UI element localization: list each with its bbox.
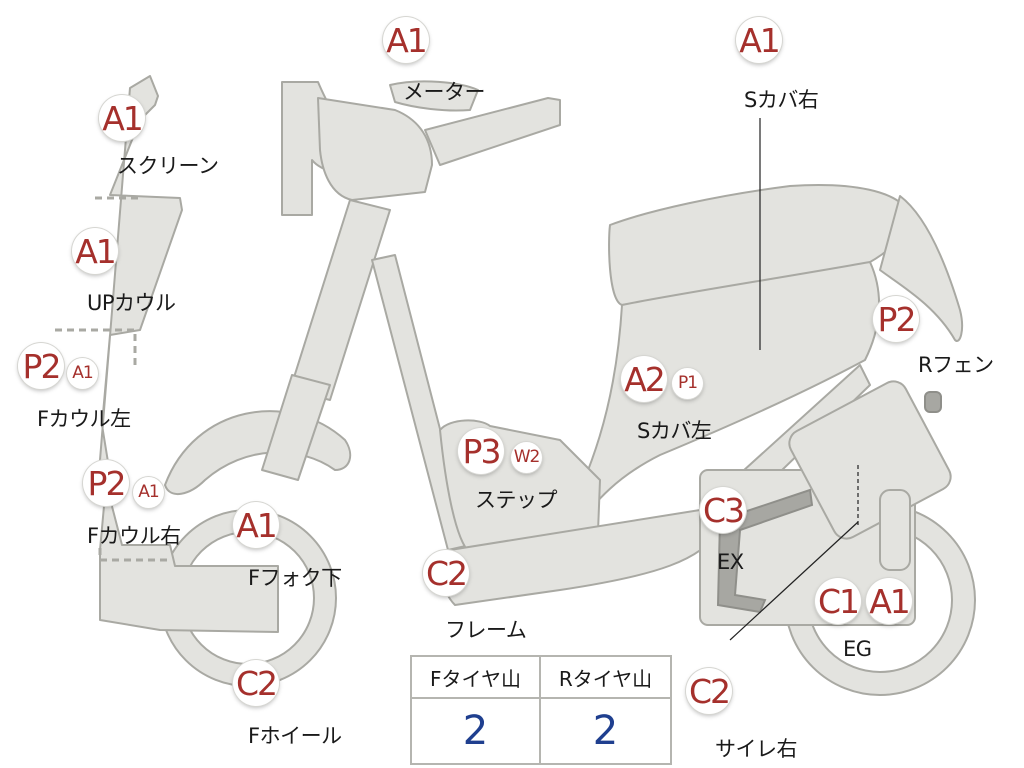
marker-exhaust: C3 <box>700 487 746 533</box>
leader-muffler-right <box>729 521 859 641</box>
label-side-cover-right: Sカバ右 <box>744 88 819 112</box>
marker-front-wheel: C2 <box>233 660 279 706</box>
label-exhaust: EX <box>717 550 744 574</box>
tire-tread-table: Fタイヤ山 Rタイヤ山 2 2 <box>410 655 672 765</box>
front-fork <box>261 374 331 481</box>
marker-side-cover-left-sub: P1 <box>672 368 703 399</box>
marker-front-cowl-left-sub: A1 <box>67 358 98 389</box>
marker-engine-sub: A1 <box>866 578 912 624</box>
marker-side-cover-left: A2 <box>621 356 667 402</box>
label-upper-cowl: UPカウル <box>87 291 176 315</box>
marker-front-cowl-left: P2 <box>18 343 64 389</box>
marker-side-cover-right: A1 <box>736 17 782 63</box>
steering-column <box>289 199 391 401</box>
label-front-wheel: Fホイール <box>248 724 342 748</box>
marker-front-cowl-right-sub: A1 <box>133 477 164 508</box>
seam-upper-cowl <box>55 328 137 370</box>
label-front-cowl-left: Fカウル左 <box>37 407 131 431</box>
rear-tire-tread-value: 2 <box>592 708 619 754</box>
marker-upper-cowl: A1 <box>72 228 118 274</box>
front-cowl <box>99 75 279 633</box>
front-fender <box>164 410 352 495</box>
label-front-cowl-right: Fカウル右 <box>87 524 181 548</box>
marker-meter: A1 <box>383 17 429 63</box>
marker-step: P3 <box>458 428 504 474</box>
meter-housing <box>389 80 479 112</box>
label-meter: メーター <box>403 80 486 104</box>
marker-frame: C2 <box>423 550 469 596</box>
label-side-cover-left: Sカバ左 <box>637 419 712 443</box>
marker-step-sub: W2 <box>511 442 542 473</box>
rear-shock <box>879 489 911 571</box>
front-tire-tread-value: 2 <box>412 699 541 763</box>
marker-front-fork-lower: A1 <box>233 502 279 548</box>
marker-engine: C1 <box>815 578 861 624</box>
label-rear-fender: Rフェン <box>918 353 994 377</box>
front-tire-tread-header: Fタイヤ山 <box>412 657 541 699</box>
label-screen: スクリーン <box>117 154 219 178</box>
rear-tire-tread-header: Rタイヤ山 <box>541 657 670 699</box>
handlebar-body <box>317 97 433 201</box>
marker-front-cowl-right: P2 <box>83 460 129 506</box>
muffler-tip <box>924 391 942 413</box>
seam-lower-cowl <box>98 548 168 562</box>
label-engine: EG <box>843 637 872 661</box>
rear-tail <box>879 195 964 342</box>
handlebar-right <box>424 97 561 166</box>
marker-screen: A1 <box>99 95 145 141</box>
label-front-fork-lower: Fフォク下 <box>248 566 342 590</box>
label-frame: フレーム <box>445 618 527 642</box>
marker-rear-fender: P2 <box>873 296 919 342</box>
label-muffler-right: サイレ右 <box>715 737 798 761</box>
label-step: ステップ <box>475 488 558 512</box>
marker-muffler-right: C2 <box>686 668 732 714</box>
